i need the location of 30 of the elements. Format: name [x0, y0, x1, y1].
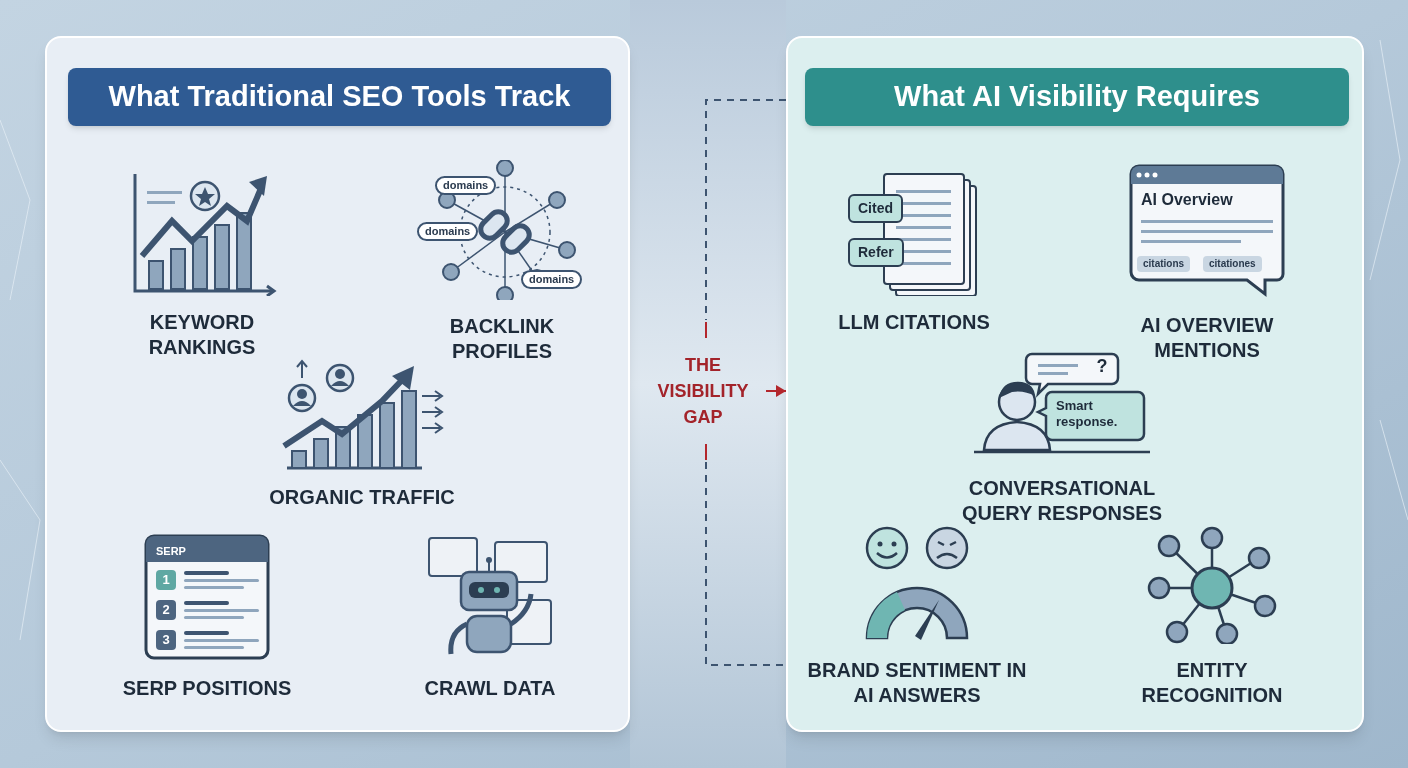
citation-chip: citations — [1137, 256, 1191, 272]
metric-title: ORGANIC TRAFFIC — [269, 485, 455, 510]
rank-number: 3 — [156, 630, 176, 650]
reply-text: Smart response. — [1056, 398, 1119, 430]
tag-label: domains — [435, 176, 497, 195]
citation-chip: citationes — [1203, 256, 1262, 272]
question-mark: ? — [1095, 356, 1109, 376]
metric-title: CRAWL DATA — [424, 676, 556, 701]
arrow — [765, 385, 787, 397]
metric-title: KEYWORD RANKINGS — [147, 310, 257, 360]
metric-title: SERP POSITIONS — [122, 676, 292, 701]
panel-heading-text: AI Overview — [1141, 190, 1233, 210]
panel-title: What Traditional SEO Tools Track — [68, 68, 611, 126]
comparison-panel — [786, 36, 1364, 732]
metric-title: CONVERSATIONAL QUERY RESPONSES — [960, 476, 1164, 526]
speech-tag: Refer — [848, 238, 904, 267]
metric-title: ENTITY RECOGNITION — [1140, 658, 1284, 708]
speech-tag: Cited — [848, 194, 903, 223]
metric-title: LLM CITATIONS — [838, 310, 990, 335]
panel-title: What AI Visibility Requires — [805, 68, 1349, 126]
rank-number: 2 — [156, 600, 176, 620]
window-title: SERP — [156, 544, 186, 558]
rank-number: 1 — [156, 570, 176, 590]
gap-label: THE VISIBILITY GAP — [640, 352, 766, 430]
tag-label: domains — [417, 222, 479, 241]
metric-title: AI OVERVIEW MENTIONS — [1139, 313, 1275, 363]
metric-title: BRAND SENTIMENT IN AI ANSWERS — [807, 658, 1027, 708]
metric-title: BACKLINK PROFILES — [448, 314, 556, 364]
tag-label: domains — [521, 270, 583, 289]
comparison-panel — [45, 36, 630, 732]
